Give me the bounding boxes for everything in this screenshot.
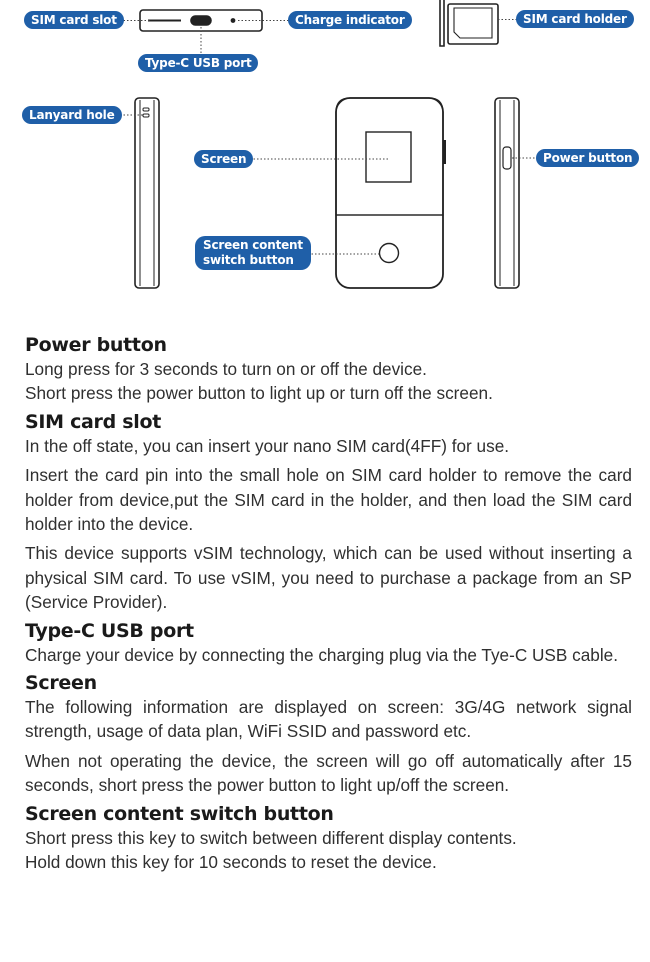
device-diagram — [113, 0, 538, 289]
section-sim-card-slot: SIM card slot In the off state, you can … — [25, 410, 632, 615]
section-power-button: Power button Long press for 3 seconds to… — [25, 333, 632, 406]
screen-callout: Screen — [194, 150, 254, 168]
section-title: Power button — [25, 334, 167, 356]
section-title: Screen — [25, 672, 97, 695]
instructions: Power button Long press for 3 seconds to… — [25, 333, 632, 879]
section-type-c-usb-port: Type-C USB port Charge your device by co… — [25, 619, 632, 667]
section-title: Type-C USB port — [25, 619, 194, 642]
section-title: Screen content switch button — [25, 802, 334, 825]
section-paragraph: Charge your device by connecting the cha… — [25, 644, 618, 665]
screen-switch-callout-line1: Screen content — [203, 238, 303, 252]
sim-card-slot-callout: SIM card slot — [24, 11, 124, 29]
section-paragraph: Long press for 3 seconds to turn on or o… — [25, 359, 493, 404]
section-screen: Screen The following information are dis… — [25, 671, 632, 798]
section-title: SIM card slot — [25, 410, 162, 433]
charge-indicator-callout: Charge indicator — [288, 11, 412, 29]
section-screen-content-switch-button: Screen content switch button Short press… — [25, 802, 632, 875]
screen-switch-callout-line2: switch button — [203, 253, 294, 267]
section-paragraph: Insert the card pin into the small hole … — [25, 465, 632, 535]
section-paragraph: Short press this key to switch between d… — [25, 827, 517, 873]
section-paragraph: When not operating the device, the scree… — [25, 750, 632, 796]
sim-card-holder-callout: SIM card holder — [516, 10, 634, 28]
device-front-view — [335, 97, 446, 289]
section-paragraph: The following information are displayed … — [25, 697, 632, 742]
screen-switch-button-callout: Screen content switch button — [195, 236, 311, 270]
device-right-side-view — [494, 97, 520, 289]
lanyard-hole-callout: Lanyard hole — [22, 106, 122, 124]
section-paragraph: In the off state, you can insert your na… — [25, 435, 510, 456]
device-left-side-view — [134, 97, 160, 289]
type-c-usb-port-callout: Type-C USB port — [138, 54, 259, 72]
sim-holder-drawing — [439, 0, 499, 47]
power-button-callout: Power button — [536, 149, 640, 167]
section-paragraph: This device supports vSIM technology, wh… — [25, 543, 632, 613]
